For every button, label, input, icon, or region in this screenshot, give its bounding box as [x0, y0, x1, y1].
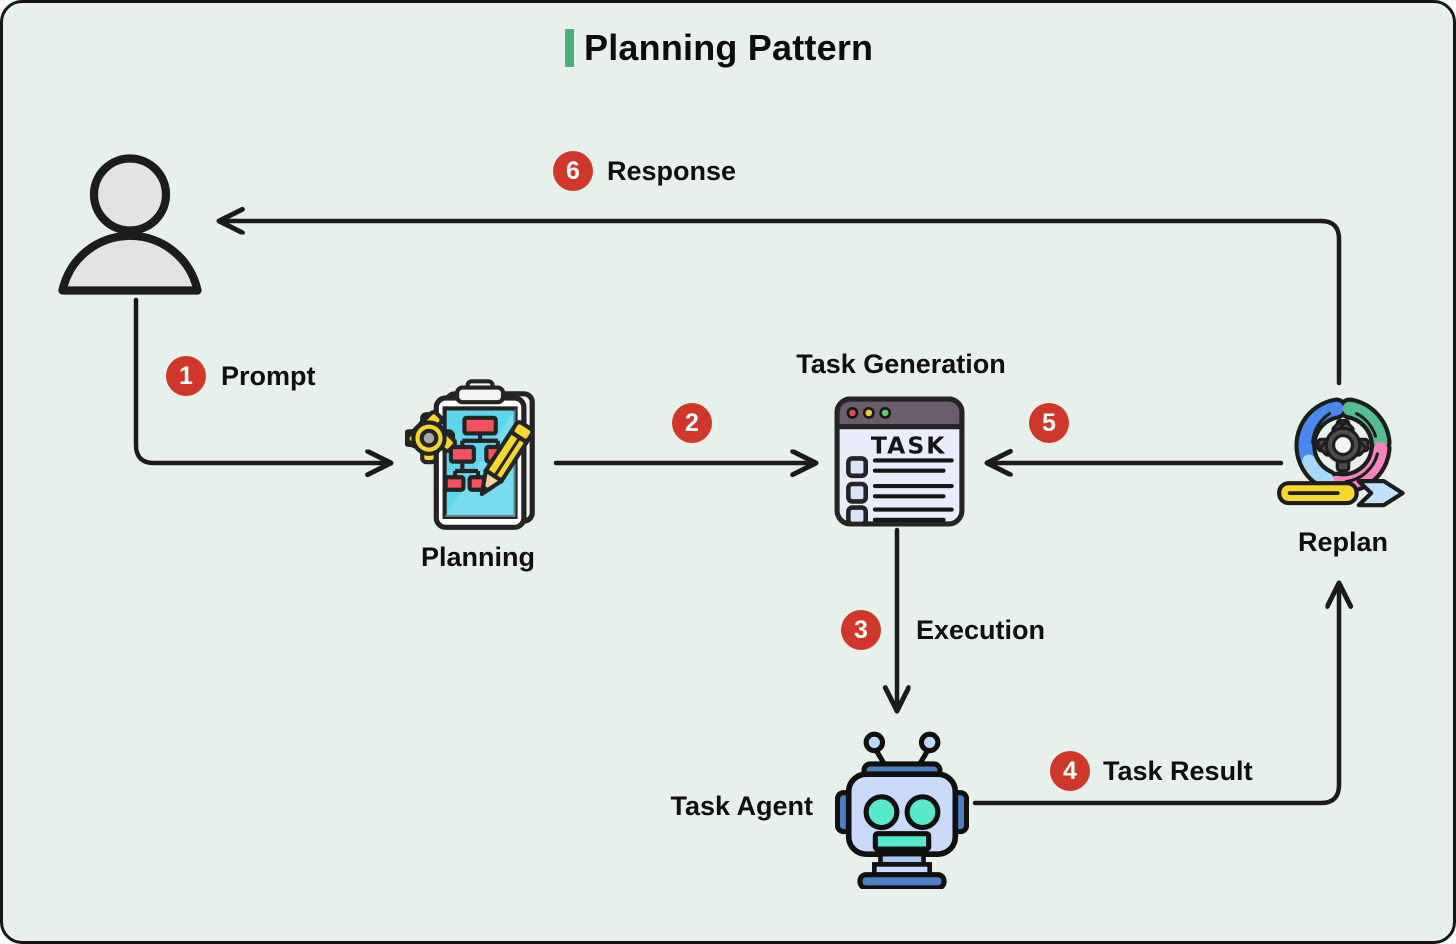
robot-mouth — [872, 831, 932, 852]
arrow-response-replan-to-user — [219, 221, 1342, 386]
title-accent-bar — [565, 29, 574, 67]
cycle-base-arrow — [1277, 479, 1405, 508]
arrow-prompt-user-to-planning — [133, 297, 391, 463]
gear-icon — [1316, 418, 1370, 473]
task-window-icon: TASK — [834, 396, 965, 527]
robot-eye-right — [904, 794, 941, 831]
planning-label: Planning — [421, 542, 535, 572]
step-badge-6: 6 — [553, 151, 593, 191]
step-label-prompt: Prompt — [221, 361, 316, 391]
robot-eye-left — [863, 794, 900, 831]
window-dot-green — [879, 407, 892, 419]
step-badge-4: 4 — [1050, 751, 1090, 791]
connector-arrows-layer — [133, 3, 1453, 806]
window-dot-yellow — [862, 407, 875, 419]
task-generation-label: Task Generation — [796, 349, 1006, 379]
diagram-title-row: Planning Pattern — [565, 27, 873, 69]
step-badge-5: 5 — [1029, 403, 1069, 443]
replan-label: Replan — [1297, 527, 1389, 557]
pencil-icon — [479, 420, 535, 497]
task-window-text: TASK — [871, 431, 947, 459]
page-title: Planning Pattern — [584, 27, 874, 68]
step-label-execution: Execution — [916, 615, 1046, 645]
task-agent-label: Task Agent — [670, 791, 813, 821]
agile-cycle-icon — [1277, 397, 1405, 508]
clipboard-flowchart-icon — [405, 379, 535, 530]
step-label-response: Response — [607, 156, 737, 186]
robot-icon — [835, 731, 969, 889]
step-badge-2: 2 — [672, 403, 712, 443]
window-dot-red — [846, 407, 859, 419]
gear-icon — [405, 410, 457, 465]
step-badge-3: 3 — [841, 610, 881, 650]
person-icon — [58, 154, 202, 295]
step-label-task-result: Task Result — [1103, 756, 1253, 786]
arrow-taskresult-agent-to-replan — [972, 583, 1339, 806]
step-badge-1: 1 — [166, 356, 206, 396]
